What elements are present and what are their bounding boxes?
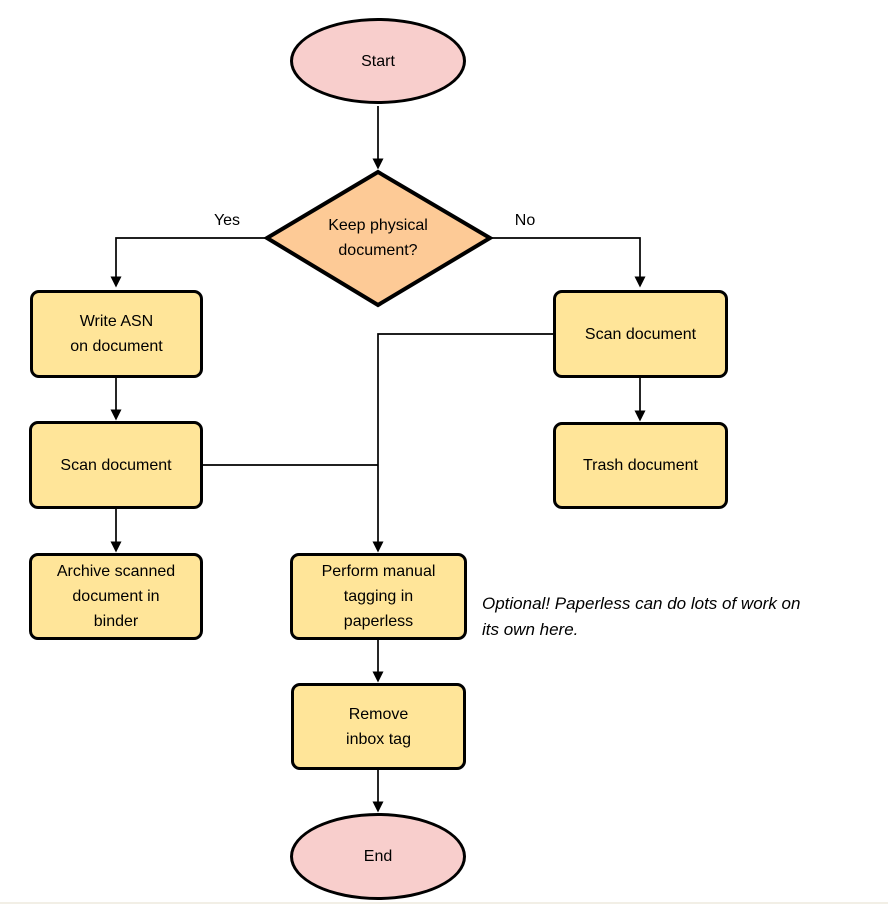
edge-label-yes: Yes <box>213 212 241 229</box>
node-end: End <box>290 813 466 900</box>
note-optional: Optional! Paperless can do lots of work … <box>482 594 801 639</box>
node-decision-label: Keep physical document? <box>328 217 428 259</box>
edge-decision-yes <box>110 237 267 288</box>
node-scan-document-right-label: Scan document <box>584 325 697 343</box>
node-write-asn: Write ASN on document <box>30 290 203 378</box>
edge-label-no: No <box>514 212 536 229</box>
node-archive-binder-label: Archive scanned document in binder <box>56 563 176 630</box>
bottom-divider <box>0 902 888 904</box>
node-write-asn-label: Write ASN on document <box>70 313 163 355</box>
node-archive-binder: Archive scanned document in binder <box>29 553 203 640</box>
node-start-label: Start <box>361 52 395 70</box>
node-decision-label-box: Keep physical document? <box>288 198 468 278</box>
node-trash-document-label: Trash document <box>582 457 698 474</box>
edge-scanright-to-tagging <box>372 333 553 553</box>
node-scan-document-left-label: Scan document <box>60 456 172 474</box>
node-remove-inbox-tag: Remove inbox tag <box>291 683 466 770</box>
node-manual-tagging-label: Perform manual tagging in paperless <box>321 563 436 630</box>
decision-diamond <box>263 169 494 308</box>
node-scan-document-right: Scan document <box>553 290 728 378</box>
node-manual-tagging: Perform manual tagging in paperless <box>290 553 467 640</box>
node-scan-document-left: Scan document <box>29 421 203 509</box>
node-trash-document: Trash document <box>553 422 728 509</box>
edge-decision-no <box>490 237 646 288</box>
node-end-label: End <box>363 848 393 865</box>
node-remove-inbox-tag-label: Remove inbox tag <box>346 705 411 748</box>
node-start: Start <box>290 18 466 104</box>
